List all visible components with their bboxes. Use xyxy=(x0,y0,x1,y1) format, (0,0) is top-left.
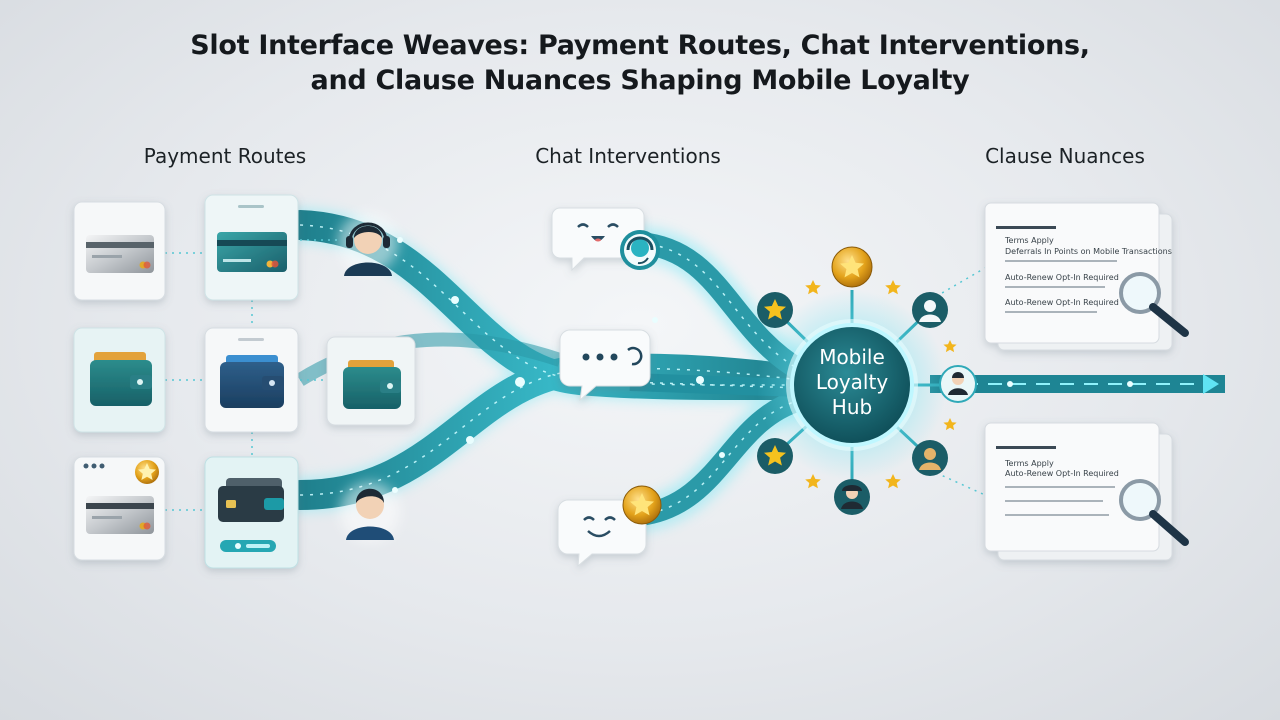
doc1-line-4: Auto-Renew Opt-In Required xyxy=(1005,298,1119,307)
section-label-payment: Payment Routes xyxy=(143,144,307,168)
hub-avatar-right xyxy=(939,365,977,403)
clause-document-2: Terms Apply Auto-Renew Opt-In Required xyxy=(984,422,1173,561)
title-line-2: and Clause Nuances Shaping Mobile Loyalt… xyxy=(310,65,970,96)
magnifier-icon xyxy=(1119,272,1189,337)
hub-avatar-top-right xyxy=(912,292,948,328)
hub-avatar-bottom xyxy=(834,479,870,515)
payment-tile-wallet-1 xyxy=(73,327,166,433)
doc2-line-2: Auto-Renew Opt-In Required xyxy=(1005,469,1119,478)
hub-star-badge-left-top xyxy=(757,292,793,328)
ribbon-bottom xyxy=(285,353,815,510)
section-label-clause: Clause Nuances xyxy=(985,144,1145,168)
connector-lines xyxy=(165,239,986,511)
user-avatar-icon xyxy=(340,482,400,542)
doc2-line-1: Terms Apply xyxy=(1004,459,1054,468)
star-badge-icon xyxy=(622,485,662,525)
doc1-line-1: Terms Apply xyxy=(1004,236,1054,245)
payment-tile-wallet-3 xyxy=(326,336,416,426)
section-label-chat: Chat Interventions xyxy=(535,144,721,168)
hub-label-line-1: Mobile xyxy=(819,345,885,369)
title-line-1: Slot Interface Weaves: Payment Routes, C… xyxy=(190,30,1090,61)
hub-label-line-2: Loyalty xyxy=(816,370,889,394)
doc1-line-3: Auto-Renew Opt-In Required xyxy=(1005,273,1119,282)
payment-tile-card-3 xyxy=(73,456,166,561)
flow-particles xyxy=(392,237,1133,493)
chat-bubble-typing xyxy=(559,329,651,402)
doc1-line-2: Deferrals In Points on Mobile Transactio… xyxy=(1005,247,1172,256)
headset-icon xyxy=(620,230,660,270)
small-stars xyxy=(805,280,957,489)
hub-node: Mobile Loyalty Hub xyxy=(757,290,947,480)
magnifier-icon xyxy=(1119,479,1189,546)
hub-avatar-bottom-right xyxy=(912,440,948,476)
hub-star-coin-top xyxy=(831,246,873,288)
clause-document-1: Terms Apply Deferrals In Points on Mobil… xyxy=(984,202,1173,351)
payment-tile-card-2 xyxy=(204,194,299,301)
payment-tile-wallet-2 xyxy=(204,327,299,433)
payment-tile-card-4 xyxy=(204,456,299,569)
hub-label-line-3: Hub xyxy=(832,395,872,419)
support-agent-icon xyxy=(338,213,398,276)
payment-tile-card-1 xyxy=(73,201,166,301)
hub-star-badge-left-bottom xyxy=(757,438,793,474)
page-title: Slot Interface Weaves: Payment Routes, C… xyxy=(0,28,1280,98)
